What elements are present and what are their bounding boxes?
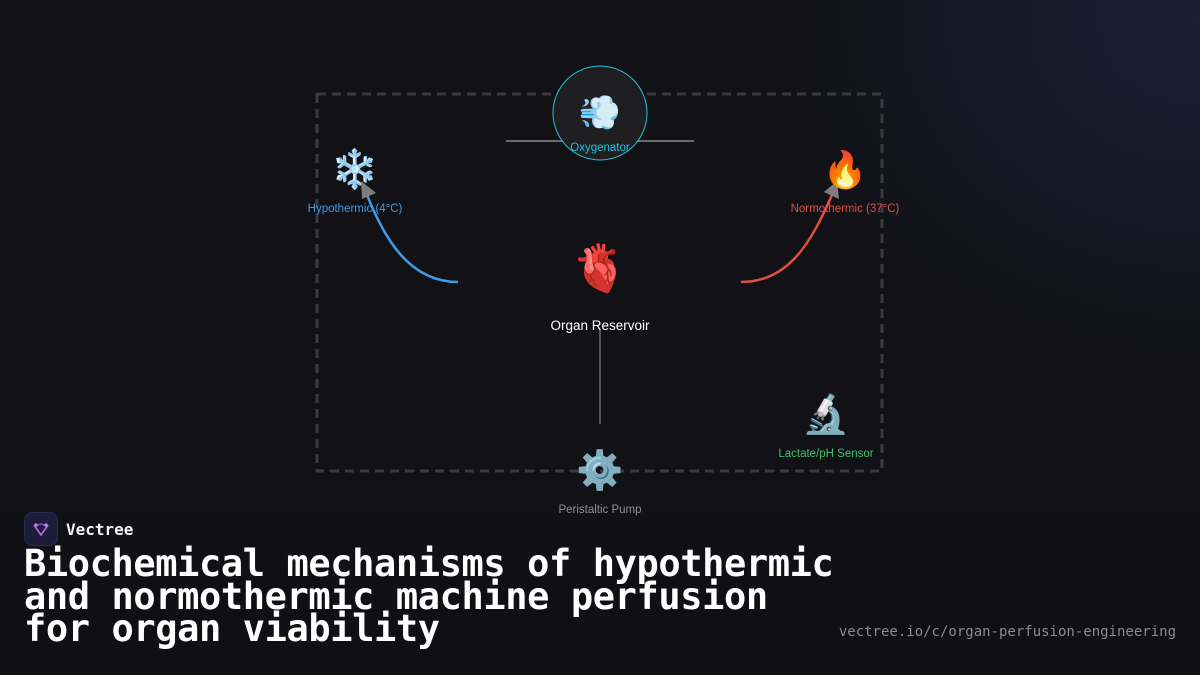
organ-reservoir-label: Organ Reservoir [550, 318, 650, 333]
heart-organ-icon: 🫀 [571, 241, 628, 295]
microscope-icon: 🔬 [802, 391, 849, 436]
gear-icon: ⚙️ [576, 448, 623, 492]
vectree-logo-icon [24, 512, 58, 546]
oxygenator-label: Oxygenator [570, 142, 630, 154]
wind-icon: 💨 [579, 93, 621, 133]
brand-name: Vectree [66, 519, 134, 539]
organ-reservoir-node[interactable]: 🫀 Organ Reservoir [550, 241, 650, 333]
oxygenator-node[interactable]: 💨 Oxygenator [552, 65, 648, 161]
normothermic-arrowhead [824, 181, 839, 199]
brand[interactable]: Vectree [24, 512, 133, 546]
hypothermic-arrowhead [361, 181, 376, 199]
hypothermic-flow-arrow [365, 194, 459, 284]
pump-label: Peristaltic Pump [558, 504, 641, 516]
source-url[interactable]: vectree.io/c/organ-perfusion-engineering [838, 624, 1176, 640]
background-fade [0, 480, 1200, 675]
normothermic-flow-arrow [740, 194, 834, 284]
hypothermic-label: Hypothermic (4°C) [308, 203, 403, 215]
sensor-label: Lactate/pH Sensor [778, 448, 873, 460]
snowflake-icon: ❄️ [331, 147, 378, 191]
circuit-boundary [315, 92, 884, 473]
normothermic-label: Normothermic (37°C) [791, 203, 900, 215]
page-title: Biochemical mechanisms of hypothermic an… [24, 542, 834, 650]
pump-node[interactable]: ⚙️ Peristaltic Pump [558, 448, 641, 516]
hypothermic-node[interactable]: ❄️ Hypothermic (4°C) [308, 147, 403, 215]
oxygenator-circle [552, 65, 648, 161]
normothermic-node[interactable]: 🔥 Normothermic (37°C) [791, 149, 900, 215]
sensor-node[interactable]: 🔬 Lactate/pH Sensor [778, 391, 873, 460]
fire-icon: 🔥 [823, 149, 868, 191]
